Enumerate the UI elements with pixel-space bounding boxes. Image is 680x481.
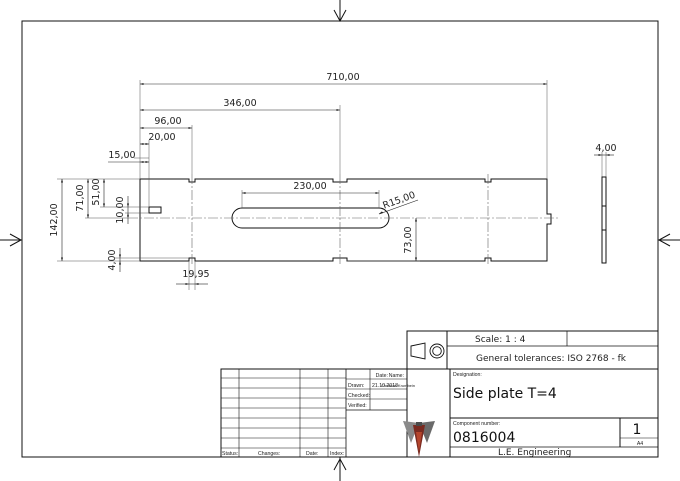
- component-number-label: Component number:: [453, 421, 500, 427]
- designation-label: Designation:: [453, 372, 482, 378]
- drawn-date: 21.10.2018: [372, 383, 398, 389]
- row-checked-label: Checked:: [348, 393, 370, 399]
- dim-hole-height: 10,00: [115, 196, 126, 223]
- projection-symbol-icon: [410, 342, 445, 360]
- dim-slot-radius: R15,00: [381, 190, 417, 212]
- dim-edge-offset: 15,00: [108, 150, 135, 161]
- dim-thickness: 4,00: [595, 143, 616, 154]
- dim-slot-offset: 73,00: [403, 226, 414, 253]
- dim-half-height: 71,00: [75, 184, 86, 211]
- drawn-name: Christian Krumbein: [381, 383, 415, 388]
- dim-notch-depth: 4,00: [107, 249, 118, 270]
- centerlines: [128, 174, 558, 266]
- dim-upper-offset: 51,00: [91, 178, 102, 205]
- side-plate-outline: [139, 178, 552, 262]
- extension-lines: [57, 80, 607, 290]
- title-block: [220, 330, 659, 458]
- side-view: [601, 176, 607, 264]
- sheet-number: 1: [633, 422, 642, 438]
- dimension-lines: [60, 82, 614, 286]
- dim-slot-center: 346,00: [223, 98, 256, 109]
- general-tolerances: General tolerances: ISO 2768 - fk: [476, 354, 627, 364]
- company-name: L.E. Engineering: [498, 448, 571, 458]
- rect-hole: [148, 206, 162, 214]
- rev-index-header: Index:: [330, 451, 344, 457]
- dim-overall-length: 710,00: [326, 72, 359, 83]
- dim-height: 142,00: [49, 203, 60, 236]
- scale-label: Scale: 1 : 4: [475, 335, 526, 345]
- company-logo-icon: [403, 421, 435, 457]
- dim-notch-width: 19,95: [182, 269, 209, 280]
- long-slot: [231, 207, 390, 229]
- rev-status-header: Status:: [222, 451, 238, 457]
- dim-slot-length: 230,00: [293, 181, 326, 192]
- row-drawn-label: Drawn:: [348, 383, 364, 389]
- designation-value: Side plate T=4: [453, 386, 557, 402]
- col-name-header: Name:: [389, 373, 404, 379]
- dim-hole-offset: 20,00: [148, 132, 175, 143]
- row-verified-label: Verified:: [348, 403, 367, 409]
- rev-date-header: Date:: [306, 451, 318, 457]
- sheet-format: A4: [637, 441, 643, 447]
- rev-changes-header: Changes:: [258, 451, 280, 457]
- component-number-value: 0816004: [453, 430, 515, 446]
- col-date-header: Date:: [376, 373, 388, 379]
- dim-first-hole: 96,00: [154, 116, 181, 127]
